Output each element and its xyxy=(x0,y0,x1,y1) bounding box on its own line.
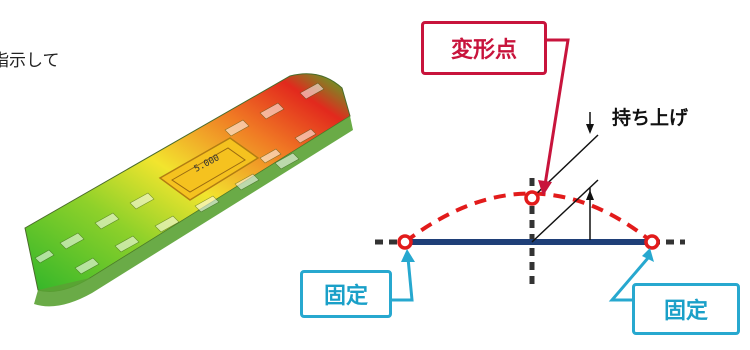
fixed-point-left xyxy=(397,234,413,250)
partial-instruction-text: 指示して xyxy=(0,51,58,71)
lift-label: 持ち上げ xyxy=(612,107,689,129)
deformation-diagram xyxy=(375,38,685,302)
deformed-plate-image: 5.000 xyxy=(24,73,353,307)
deform-point xyxy=(524,190,540,206)
fixed-left-callout: 固定 xyxy=(300,270,392,318)
deform-point-callout: 変形点 xyxy=(421,21,547,75)
fixed-right-callout: 固定 xyxy=(632,283,740,335)
fixed-point-right xyxy=(644,234,660,250)
